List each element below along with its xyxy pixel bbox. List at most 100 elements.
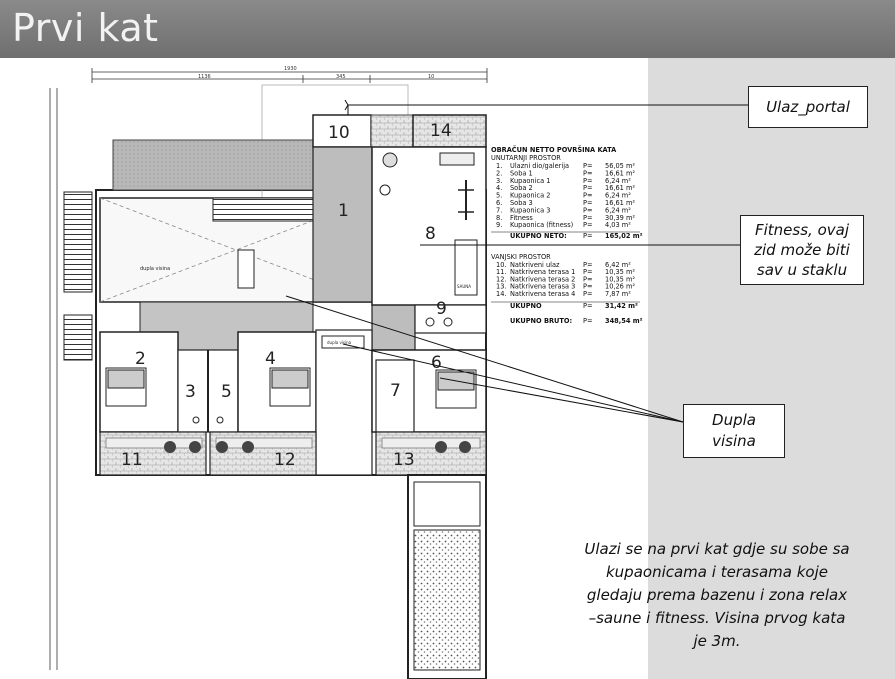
dimension-1: 1136 xyxy=(198,74,211,80)
description-line: Ulazi se na prvi kat gdje su sobe sa xyxy=(584,540,850,558)
outer-total-value: 31,42 m² xyxy=(605,302,638,310)
table-cell-p: P= xyxy=(583,268,593,276)
table-cell-no: 7. xyxy=(496,206,502,214)
room-numbers: 1 2 3 4 5 6 7 8 9 10 11 12 13 14 xyxy=(121,121,452,470)
callout-fitness-line1: Fitness, ovaj xyxy=(755,221,849,239)
table-cell-name: Kupaonica 3 xyxy=(510,206,550,214)
table-cell-p: P= xyxy=(583,290,593,298)
table-cell-value: 56,05 m² xyxy=(605,162,635,170)
room-number: 5 xyxy=(221,382,232,402)
inner-total-p: P= xyxy=(583,232,593,240)
interior-stairs xyxy=(212,197,314,222)
table-inner-heading: UNUTARNJI PROSTOR xyxy=(491,154,561,162)
terrace-14 xyxy=(412,114,487,148)
bathroom-7 xyxy=(375,359,415,433)
table-cell-name: Natkrivena terasa 4 xyxy=(510,290,575,298)
table-cell-name: Natkriveni ulaz xyxy=(510,261,560,269)
callout-fitness-line3: sav u staklu xyxy=(756,261,848,279)
table-cell-p: P= xyxy=(583,206,593,214)
callout-fitness-line2: zid može biti xyxy=(754,241,850,259)
callout-double-line2: visina xyxy=(712,432,756,450)
dimension-total: 1930 xyxy=(284,66,297,72)
table-cell-no: 5. xyxy=(496,192,502,200)
room-number: 10 xyxy=(328,123,350,143)
table-cell-p: P= xyxy=(583,261,593,269)
table-cell-no: 1. xyxy=(496,162,502,170)
room-number: 12 xyxy=(274,450,296,470)
table-cell-value: 16,61 m² xyxy=(605,184,635,192)
left-stairs-top xyxy=(63,191,93,293)
table-cell-name: Kupaonica 1 xyxy=(510,177,550,185)
skylight xyxy=(237,249,255,289)
hall-label: dupla visina xyxy=(140,266,170,272)
description-line: kupaonicama i terasama koje xyxy=(605,563,828,581)
table-title: OBRAČUN NETTO POVRŠINA KATA xyxy=(491,145,617,154)
room-number: 2 xyxy=(135,349,146,369)
table-cell-name: Natkrivena terasa 1 xyxy=(510,268,575,276)
description-note: Ulazi se na prvi kat gdje su sobe sa kup… xyxy=(582,538,852,653)
room-number: 13 xyxy=(393,450,415,470)
outer-total-p: P= xyxy=(583,302,593,310)
table-cell-p: P= xyxy=(583,275,593,283)
stair-corridor xyxy=(315,329,373,476)
table-cell-value: 16,61 m² xyxy=(605,199,635,207)
description-line: –saune i fitness. Visina prvog kata xyxy=(588,609,846,627)
callout-double-line1: Dupla xyxy=(712,411,756,429)
callout-double-height: Dupla visina xyxy=(683,404,785,458)
inner-total-value: 165,02 m² xyxy=(605,232,643,240)
table-cell-name: Kupaonica (fitness) xyxy=(510,221,573,229)
table-cell-name: Natkrivena terasa 3 xyxy=(510,283,575,291)
area-table: OBRAČUN NETTO POVRŠINA KATA UNUTARNJI PR… xyxy=(491,145,643,325)
room-number: 6 xyxy=(431,353,442,373)
table-cell-p: P= xyxy=(583,177,593,185)
sauna-label: SAUNA xyxy=(457,284,471,289)
callout-fitness: Fitness, ovaj zid može biti sav u staklu xyxy=(740,215,864,285)
table-cell-value: 4,03 m² xyxy=(605,221,631,229)
table-cell-name: Soba 1 xyxy=(510,169,533,177)
dimension-3: 10 xyxy=(428,74,434,80)
table-cell-no: 12. xyxy=(496,275,507,283)
dotted-roof xyxy=(112,139,314,191)
outer-total-label: UKUPNO xyxy=(510,302,542,310)
table-cell-no: 14. xyxy=(496,290,507,298)
table-cell-no: 8. xyxy=(496,214,502,222)
table-cell-value: 10,35 m² xyxy=(605,275,635,283)
callout-entrance: Ulaz_portal xyxy=(748,86,868,128)
room-number: 1 xyxy=(338,201,349,221)
table-cell-no: 6. xyxy=(496,199,502,207)
table-cell-value: 7,87 m² xyxy=(605,290,631,298)
room-number: 9 xyxy=(436,299,447,319)
table-cell-no: 3. xyxy=(496,177,502,185)
table-cell-name: Natkrivena terasa 2 xyxy=(510,275,575,283)
inner-total-label: UKUPNO NETO: xyxy=(510,232,567,240)
gross-total-p: P= xyxy=(583,317,593,325)
table-cell-no: 2. xyxy=(496,169,502,177)
table-cell-p: P= xyxy=(583,169,593,177)
room-number: 14 xyxy=(430,121,452,141)
table-cell-no: 4. xyxy=(496,184,502,192)
table-cell-no: 10. xyxy=(496,261,507,269)
room-number: 4 xyxy=(265,349,276,369)
table-cell-no: 11. xyxy=(496,268,507,276)
table-cell-p: P= xyxy=(583,214,593,222)
table-cell-p: P= xyxy=(583,199,593,207)
side-panel xyxy=(648,58,895,679)
description-line: gledaju prema bazenu i zona relax xyxy=(586,586,848,604)
table-cell-value: 16,61 m² xyxy=(605,169,635,177)
dimension-2: 345 xyxy=(336,74,346,80)
dimension-lines xyxy=(49,68,488,670)
landing-label: dupla visina xyxy=(327,340,352,345)
table-cell-value: 10,26 m² xyxy=(605,283,635,291)
left-stairs-bottom xyxy=(63,314,93,361)
room-number: 8 xyxy=(425,224,436,244)
table-cell-p: P= xyxy=(583,184,593,192)
table-cell-name: Soba 3 xyxy=(510,199,533,207)
table-cell-value: 10,35 m² xyxy=(605,268,635,276)
table-cell-value: 30,39 m² xyxy=(605,214,635,222)
room-number: 3 xyxy=(185,382,196,402)
table-cell-name: Ulazni dio/galerija xyxy=(510,162,569,170)
table-cell-no: 9. xyxy=(496,221,502,229)
table-cell-name: Fitness xyxy=(510,214,533,222)
table-cell-value: 6,42 m² xyxy=(605,261,631,269)
brick-strip-top xyxy=(370,114,414,148)
